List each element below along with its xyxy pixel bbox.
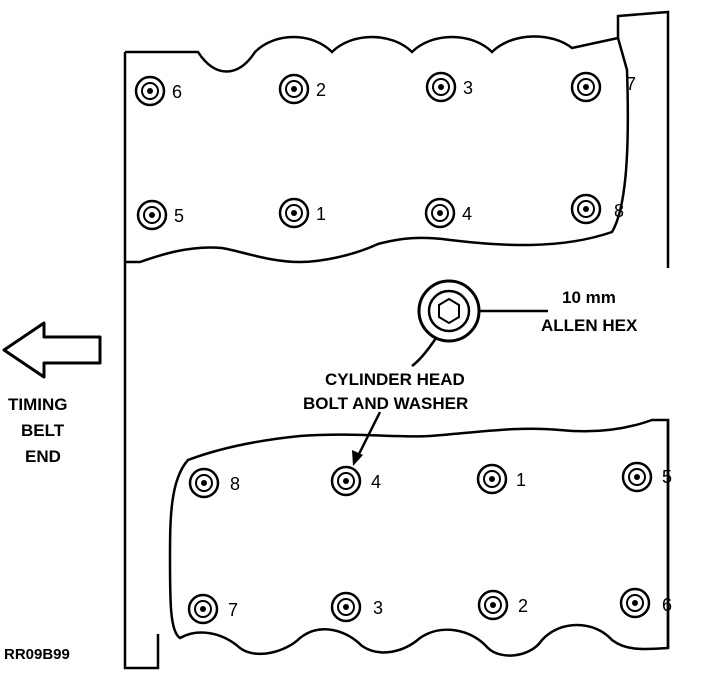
lower-bottom-seq-4: 6 <box>662 595 672 615</box>
bolt-icon <box>136 199 168 231</box>
bolt-icon <box>570 193 602 225</box>
upper-bolt-row-top <box>134 71 602 107</box>
bolt-callout-arrowhead-icon <box>352 450 363 466</box>
allen-hex-label-line2: ALLEN HEX <box>541 316 638 335</box>
bolt-icon <box>330 591 362 623</box>
arrow-left-icon <box>2 321 102 379</box>
lower-cylinder-head <box>168 418 670 657</box>
lower-top-seq-1: 8 <box>230 474 240 494</box>
bolt-icon <box>476 463 508 495</box>
lower-top-seq-4: 5 <box>662 467 672 487</box>
lower-bottom-seq-3: 2 <box>518 596 528 616</box>
allen-hex-label-line1: 10 mm <box>562 288 616 307</box>
bolt-icon <box>278 73 310 105</box>
bolt-icon <box>278 197 310 229</box>
bolt-callout-label-line2: BOLT AND WASHER <box>303 394 468 413</box>
bolt-callout-arrow-line <box>355 411 382 459</box>
lower-top-seq-2: 4 <box>371 472 381 492</box>
lower-bolt-row-top <box>188 461 653 499</box>
lower-bolt-row-bottom <box>187 587 651 625</box>
upper-bottom-seq-4: 8 <box>614 201 624 221</box>
upper-top-seq-4: 7 <box>626 74 636 94</box>
allen-hex-plug-icon <box>417 279 481 343</box>
figure-id-label: RR09B99 <box>4 646 70 663</box>
upper-bottom-seq-1: 5 <box>174 206 184 226</box>
timing-belt-end-label-line3: END <box>25 447 61 466</box>
bolt-icon <box>570 71 602 103</box>
timing-belt-end-label-line1: TIMING <box>8 395 68 414</box>
upper-top-seq-2: 2 <box>316 80 326 100</box>
timing-belt-end-label-line2: BELT <box>21 421 65 440</box>
bolt-icon <box>188 467 220 499</box>
bolt-icon <box>424 197 456 229</box>
bolt-icon <box>330 465 362 497</box>
upper-bottom-seq-2: 1 <box>316 204 326 224</box>
lower-bottom-seq-1: 7 <box>228 600 238 620</box>
bolt-callout-label-line1: CYLINDER HEAD <box>325 370 465 389</box>
engine-block-outline <box>123 10 670 670</box>
upper-bolt-row-bottom <box>136 193 602 231</box>
bolt-icon <box>187 593 219 625</box>
lower-top-seq-3: 1 <box>516 470 526 490</box>
upper-cylinder-head <box>125 35 630 264</box>
bolt-icon <box>425 71 457 103</box>
bolt-icon <box>477 589 509 621</box>
bolt-icon <box>619 587 651 619</box>
upper-top-seq-1: 6 <box>172 82 182 102</box>
upper-top-seq-3: 3 <box>463 78 473 98</box>
upper-bottom-seq-3: 4 <box>462 204 472 224</box>
bolt-callout-leader-line <box>411 337 438 367</box>
bolt-icon <box>134 75 166 107</box>
bolt-icon <box>621 461 653 493</box>
lower-bottom-seq-2: 3 <box>373 598 383 618</box>
